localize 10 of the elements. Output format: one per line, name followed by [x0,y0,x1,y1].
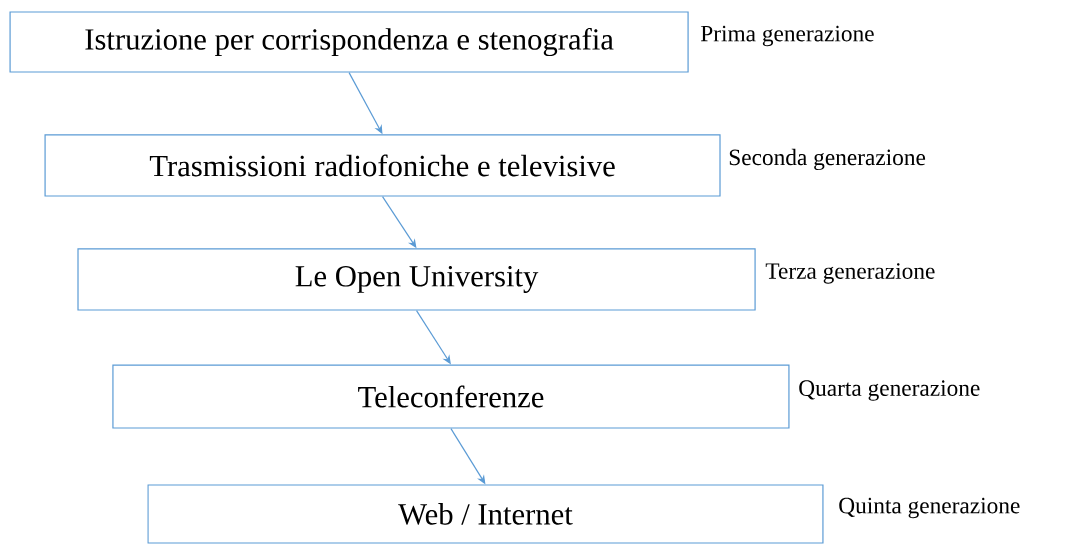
process-box: Teleconferenze [112,364,790,429]
process-box: Le Open University [77,248,756,311]
generation-label: Seconda generazione [729,148,926,171]
generation-label: Terza generazione [765,263,935,284]
generation-label: Prima generazione [700,25,874,47]
process-box: Web / Internet [147,484,824,544]
process-box: Istruzione per corrispondenza e stenografia [9,11,689,73]
generation-label: Quarta generazione [799,380,980,401]
process-box: Trasmissioni radiofoniche e televisive [44,134,721,197]
generation-label: Quinta generazione [839,497,1020,519]
